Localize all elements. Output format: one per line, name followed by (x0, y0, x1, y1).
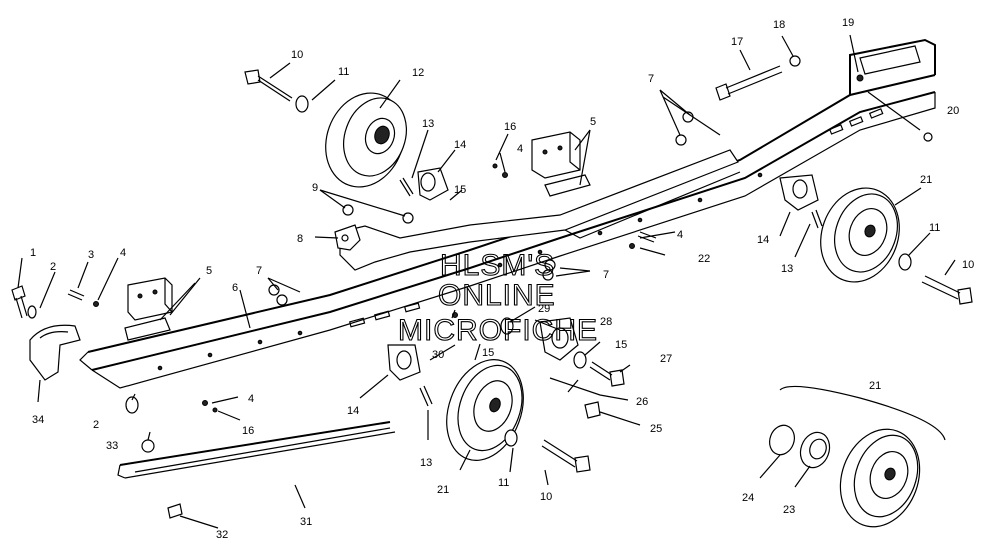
callout-18: 18 (773, 19, 785, 31)
callout-13c: 13 (420, 457, 432, 469)
idler-wheel-right (820, 187, 900, 283)
callout-28: 28 (600, 316, 612, 328)
hyfax-slider (117, 421, 396, 479)
callout-19: 19 (842, 17, 854, 29)
wear-block-upper (531, 131, 591, 197)
callout-13: 13 (422, 118, 434, 130)
callout-16b: 16 (242, 425, 254, 437)
callout-3: 3 (88, 249, 94, 261)
front-tip (29, 324, 81, 381)
wheel-carrier-bottom (387, 344, 421, 381)
callout-7b: 7 (648, 73, 654, 85)
callout-22: 22 (698, 253, 710, 265)
leader-lines (17, 34, 956, 529)
callout-17: 17 (731, 36, 743, 48)
callout-31: 31 (300, 516, 312, 528)
callout-24: 24 (742, 492, 754, 504)
callout-10c: 10 (540, 491, 552, 503)
callout-5b: 5 (590, 116, 596, 128)
callout-20: 20 (947, 105, 959, 117)
callout-11c: 11 (498, 477, 509, 489)
callout-9: 9 (312, 182, 318, 194)
callout-27: 27 (660, 353, 672, 365)
callout-23: 23 (783, 504, 795, 516)
callout-32: 32 (216, 529, 228, 541)
mounting-bracket (334, 224, 361, 251)
callout-14c: 14 (347, 405, 359, 417)
callout-4c: 4 (677, 229, 683, 241)
callout-34: 34 (32, 414, 44, 426)
bolts (11, 65, 973, 519)
callout-14: 14 (454, 139, 466, 151)
suspension-arm (339, 149, 741, 271)
idler-wheel-top-left (325, 92, 407, 188)
washers-and-nuts (27, 55, 933, 453)
callout-15b: 15 (615, 339, 627, 351)
callout-15c: 15 (482, 347, 494, 359)
svg-text:HLSM'S: HLSM'S (440, 249, 555, 282)
callout-7: 7 (256, 265, 262, 277)
callout-16: 16 (504, 121, 516, 133)
callout-21b: 21 (437, 484, 449, 496)
wheel-carrier-right (779, 174, 819, 211)
callout-4: 4 (120, 247, 126, 259)
callout-21: 21 (920, 174, 932, 186)
part-labels: 1 2 3 4 5 6 7 8 9 10 11 12 13 14 15 16 4… (30, 17, 974, 541)
wear-block-lower (124, 277, 173, 341)
wheel-carrier-top (417, 167, 449, 201)
callout-8: 8 (297, 233, 303, 245)
callout-21c: 21 (869, 380, 881, 392)
callout-1: 1 (30, 247, 36, 259)
shock-mount-block (539, 317, 579, 361)
callout-2b: 2 (93, 419, 99, 431)
callout-5: 5 (206, 265, 212, 277)
callout-33: 33 (106, 440, 118, 452)
callout-12: 12 (412, 67, 424, 79)
callout-13b: 13 (781, 263, 793, 275)
watermark: HLSM'S ONLINE MICROFICHE (397, 248, 598, 347)
svg-text:ONLINE: ONLINE (438, 279, 556, 312)
callout-30: 30 (432, 349, 444, 361)
idler-wheel-exploded (769, 385, 946, 528)
callout-29: 29 (538, 303, 550, 315)
callout-11b: 11 (929, 222, 940, 234)
callout-14b: 14 (757, 234, 769, 246)
callout-6: 6 (232, 282, 238, 294)
callout-10: 10 (291, 49, 303, 61)
callout-10b: 10 (962, 259, 974, 271)
idler-wheel-bottom (446, 359, 524, 461)
callout-15: 15 (454, 184, 466, 196)
callout-11: 11 (338, 66, 349, 78)
callout-26: 26 (636, 396, 648, 408)
svg-text:MICROFICHE: MICROFICHE (398, 314, 598, 347)
callout-2: 2 (50, 261, 56, 273)
callout-4b: 4 (517, 143, 523, 155)
callout-7c: 7 (603, 269, 609, 281)
callout-25: 25 (650, 423, 662, 435)
callout-4d: 4 (248, 393, 254, 405)
